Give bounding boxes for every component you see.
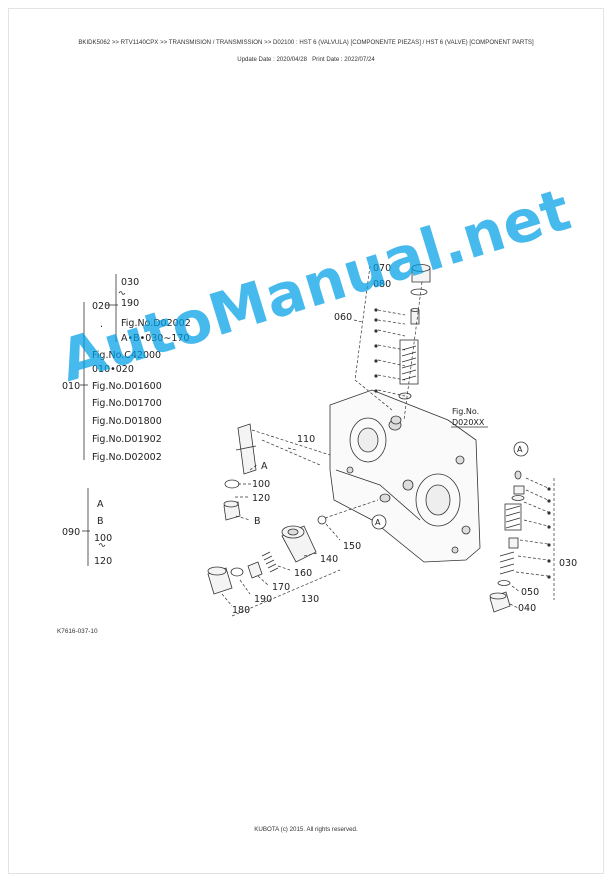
tree-item-5: Fig.No.D01800 <box>92 416 162 427</box>
callout-b: B <box>254 516 261 527</box>
figref-line-2: D020XX <box>452 418 485 427</box>
callout-140: 140 <box>320 554 338 565</box>
breadcrumb: BKIDK5062 >> RTV1140CPX >> TRANSMISION /… <box>78 39 534 46</box>
tree-020-item-2: 190 <box>121 298 139 309</box>
tree-dot: · <box>100 322 103 333</box>
lower-left-leaders <box>221 499 379 617</box>
tree-090-item-1: A <box>97 499 104 510</box>
callout-a-right: A <box>517 445 523 454</box>
tree-090-label: 090 <box>62 527 80 538</box>
tree-item-7: Fig.No.D02002 <box>92 452 162 463</box>
callout-030: 030 <box>559 558 577 569</box>
right-valve-stack <box>489 470 525 613</box>
callout-a-shaft: A <box>261 461 268 472</box>
callout-040: 040 <box>518 603 536 614</box>
callout-100: 100 <box>252 479 270 490</box>
callout-080: 080 <box>373 279 391 290</box>
tree-090-item-4: 120 <box>94 556 112 567</box>
callout-170: 170 <box>272 582 290 593</box>
tree-item-3: Fig.No.D01600 <box>92 381 162 392</box>
callout-180: 180 <box>232 605 250 616</box>
tree-root-label: 010 <box>62 381 80 392</box>
update-date: 2020/04/28 <box>276 56 308 63</box>
figure-code: K7616-037-10 <box>57 628 98 635</box>
tree-020-fig: Fig.No.D02002 <box>121 318 191 329</box>
tree-item-1: Fig.No.C42000 <box>92 350 161 361</box>
figref-line-1: Fig.No. <box>452 407 479 416</box>
circle-marker-a2 <box>371 514 387 530</box>
callout-130: 130 <box>301 594 319 605</box>
copyright-footer: KUBOTA (c) 2015. All rights reserved. <box>254 826 358 833</box>
valve-body <box>329 389 481 563</box>
tree-020-label: 020 <box>92 301 110 312</box>
shaft-assembly <box>223 423 257 521</box>
print-date: 2022/07/24 <box>344 56 375 63</box>
page-frame <box>8 8 604 874</box>
callout-050: 050 <box>521 587 539 598</box>
tree-090-item-2: B <box>97 516 104 527</box>
right-dash-leaders <box>509 477 555 609</box>
right-dots <box>547 487 551 579</box>
callout-160: 160 <box>294 568 312 579</box>
group-bracket-lines <box>261 319 363 466</box>
tree-090-item-3: 100 <box>94 533 112 544</box>
circle-marker-a1 <box>513 441 529 457</box>
tree-item-4: Fig.No.D01700 <box>92 398 162 409</box>
callout-070: 070 <box>373 263 391 274</box>
callout-110: 110 <box>297 434 315 445</box>
shaft-leaders <box>235 429 331 521</box>
tree-item-2: 010•020 <box>92 364 134 375</box>
tree-item-6: Fig.No.D01902 <box>92 434 162 445</box>
callout-150: 150 <box>343 541 361 552</box>
lower-left-stack <box>207 515 327 595</box>
parts-tree <box>80 274 126 566</box>
callout-120: 120 <box>252 493 270 504</box>
update-label: Update Date : <box>237 56 275 63</box>
upper-dash-leaders <box>354 265 423 421</box>
callout-060: 060 <box>334 312 352 323</box>
tree-020-item-1: 030 <box>121 277 139 288</box>
tree-020-range: A•B•030∼170 <box>121 333 189 344</box>
date-line: Update Date : 2020/04/28 Print Date : 20… <box>0 56 612 63</box>
print-label: Print Date : <box>312 56 343 63</box>
callout-190: 190 <box>254 594 272 605</box>
upper-dots <box>374 308 378 393</box>
callout-a-body: A <box>375 518 381 527</box>
